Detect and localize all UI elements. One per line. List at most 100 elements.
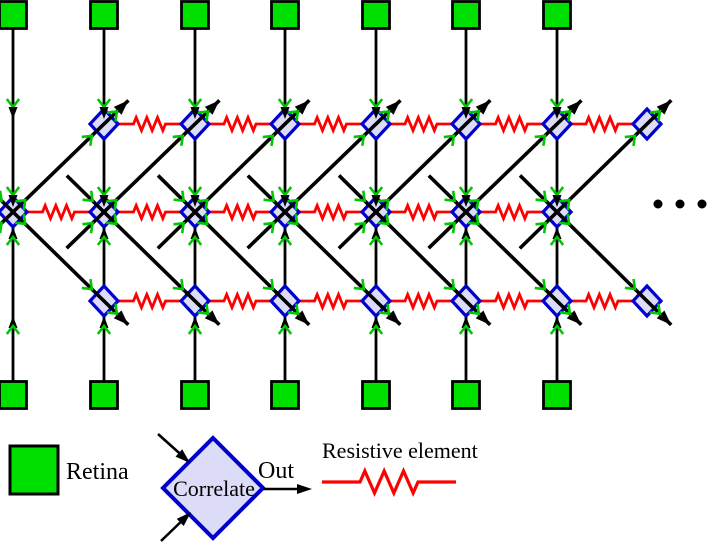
flow-marker-green — [534, 278, 547, 291]
flow-arrowhead-black — [280, 227, 290, 239]
resistor-network — [26, 113, 634, 312]
resistor-element — [479, 113, 544, 135]
flow-arrowhead-black — [113, 100, 129, 115]
flow-marker-green — [354, 221, 367, 234]
flow-arrowhead-black — [461, 107, 471, 119]
flow-marker-green — [467, 213, 480, 226]
flow-marker-green — [535, 221, 548, 234]
resistor-element — [298, 113, 363, 135]
flow-arrowhead-black — [204, 100, 220, 115]
flow-marker-green — [624, 278, 637, 291]
flow-marker-green — [468, 198, 480, 211]
flow-arrowhead-black — [475, 310, 491, 325]
flow-marker-green — [277, 234, 293, 246]
ellipsis-dot — [697, 199, 707, 209]
flow-arrowhead-black — [204, 310, 220, 325]
flow-arrowhead-black — [552, 227, 562, 239]
flow-arrowhead-black — [461, 316, 471, 328]
top-retina-square — [270, 0, 300, 30]
flow-marker-green — [458, 323, 474, 335]
flow-marker-green — [444, 221, 457, 234]
flow-marker-green — [649, 109, 662, 122]
ellipsis-dot — [653, 199, 663, 209]
resistor-element — [26, 201, 91, 223]
flow-marker-green — [197, 303, 210, 316]
top-retina-square — [0, 0, 28, 30]
top-retina-square — [89, 0, 119, 30]
flow-marker-green — [559, 110, 572, 122]
flow-marker-green — [378, 110, 391, 122]
flow-arrowhead-black — [552, 195, 562, 207]
flow-arrowhead-black — [99, 107, 109, 119]
flow-arrowhead-black — [552, 107, 562, 119]
bottom-retina-square — [542, 380, 572, 410]
flow-arrowhead-black — [190, 316, 200, 328]
flow-arrowhead-black — [294, 310, 310, 325]
resistor-element — [117, 201, 182, 223]
flow-arrowhead-black — [656, 310, 672, 325]
legend-out-label: Out — [258, 458, 294, 484]
flow-arrowhead-black — [99, 227, 109, 239]
flow-arrowhead-black — [385, 100, 401, 115]
flow-marker-green — [187, 234, 203, 246]
flow-marker-green — [444, 190, 457, 203]
resistor-element — [389, 113, 453, 135]
flow-arrowhead-black — [8, 107, 18, 119]
flow-arrowhead-black — [280, 195, 290, 207]
flow-arrowhead-black — [552, 316, 562, 328]
flow-marker-green — [558, 198, 571, 211]
flow-arrowhead-black — [113, 310, 129, 325]
flow-arrowhead-black — [8, 227, 18, 239]
top-retina-square — [542, 0, 572, 30]
flow-arrowhead-black — [461, 195, 471, 207]
flow-marker-green — [443, 278, 456, 291]
flow-marker-green — [197, 110, 210, 122]
ellipsis-dot — [675, 199, 685, 209]
top-retina-square — [451, 0, 481, 30]
resistor-element — [570, 113, 634, 135]
flow-marker-green — [173, 221, 186, 234]
resistor-element — [208, 290, 272, 312]
bottom-retina-square — [89, 380, 119, 410]
flow-arrowhead-black — [190, 227, 200, 239]
flow-marker-green — [559, 303, 572, 316]
flow-arrowhead-black — [280, 316, 290, 328]
resistor-element — [117, 290, 182, 312]
flow-marker-green — [106, 303, 119, 316]
flow-marker-green — [173, 190, 186, 203]
bottom-retina-square — [361, 380, 391, 410]
legend-input-arrowhead-bottom — [176, 512, 191, 527]
flow-arrowhead-black — [475, 100, 491, 115]
flow-marker-green — [535, 190, 548, 203]
flow-marker-green — [624, 134, 637, 147]
flow-marker-green — [82, 190, 95, 203]
flow-marker-green — [0, 221, 4, 234]
top-retina-square — [180, 0, 210, 30]
flow-marker-green — [96, 234, 112, 246]
legend-input-arrowhead-top — [175, 449, 190, 463]
flow-marker-green — [262, 278, 275, 291]
flow-marker-green — [81, 134, 94, 147]
flow-marker-green — [196, 213, 209, 226]
bottom-retina-square — [0, 380, 28, 410]
flow-markers — [0, 98, 672, 335]
flow-marker-green — [458, 234, 474, 246]
resistor-element — [479, 201, 544, 223]
flow-marker-green — [377, 198, 390, 211]
flow-marker-green — [106, 198, 118, 211]
resistor-element — [208, 201, 272, 223]
resistor-element — [389, 290, 453, 312]
resistor-element — [570, 290, 634, 312]
legend-correlate-diamond — [160, 435, 266, 541]
flow-arrowhead-black — [656, 100, 672, 115]
flow-arrowhead-black — [385, 310, 401, 325]
flow-marker-green — [353, 134, 366, 147]
flow-marker-green — [368, 234, 384, 246]
flow-arrowhead-black — [566, 100, 582, 115]
flow-marker-green — [549, 323, 565, 335]
resistor-element — [389, 201, 453, 223]
flow-marker-green — [277, 323, 293, 335]
flow-arrowhead-black — [8, 316, 18, 328]
flow-arrowhead-black — [294, 100, 310, 115]
